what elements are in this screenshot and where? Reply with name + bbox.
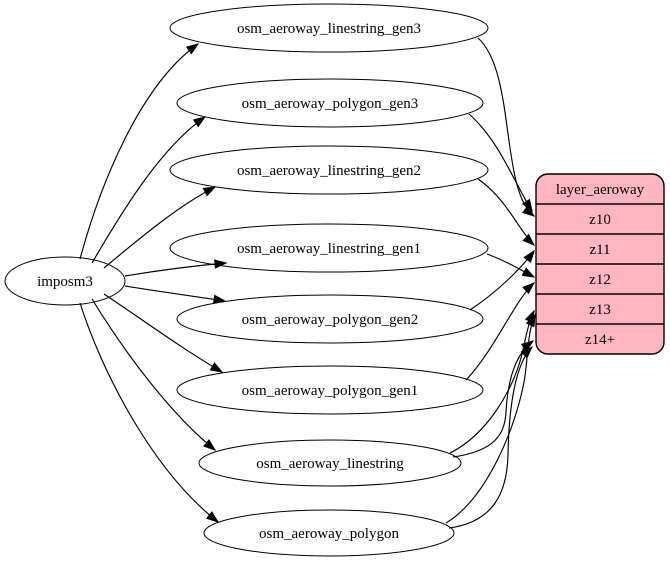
source-label: imposm3 xyxy=(37,274,93,290)
table-label: osm_aeroway_linestring xyxy=(256,456,404,472)
layer-row-label-z11: z11 xyxy=(589,242,610,258)
edge-osm_aeroway_linestring_gen3-to-z10 xyxy=(477,37,535,217)
edge-osm_aeroway_linestring-to-z14+ xyxy=(452,340,534,458)
arrowhead-icon xyxy=(203,439,217,451)
table-label: osm_aeroway_linestring_gen3 xyxy=(237,21,421,37)
arrowhead-icon xyxy=(522,282,536,295)
edge-osm_aeroway_polygon-to-z13 xyxy=(445,314,536,524)
edge-imposm3-to-osm_aeroway_polygon_gen3 xyxy=(91,116,206,264)
layer-row-label-z13: z13 xyxy=(589,302,611,318)
table-node-polygon-gen2: osm_aeroway_polygon_gen2 xyxy=(176,294,484,344)
table-ellipse xyxy=(169,223,489,273)
table-label: osm_aeroway_polygon_gen2 xyxy=(242,312,419,328)
edge-osm_aeroway_polygon_gen1-to-z12 xyxy=(465,282,535,381)
edge-imposm3-to-osm_aeroway_polygon_gen2 xyxy=(124,285,226,302)
arrowhead-icon xyxy=(202,186,217,197)
table-ellipse xyxy=(169,145,489,195)
table-node-linestring: osm_aeroway_linestring xyxy=(198,439,462,487)
table-ellipse xyxy=(203,509,455,557)
table-nodes: osm_aeroway_linestring_gen3 osm_aeroway_… xyxy=(169,3,489,557)
table-label: osm_aeroway_linestring_gen1 xyxy=(237,241,421,257)
arrowhead-icon xyxy=(212,294,227,304)
edge-imposm3-to-osm_aeroway_polygon xyxy=(79,302,219,523)
arrowhead-icon xyxy=(520,340,535,352)
arrowhead-icon xyxy=(214,259,228,269)
source-node-imposm3: imposm3 xyxy=(4,256,126,306)
arrowhead-icon xyxy=(185,43,200,55)
edge-imposm3-to-osm_aeroway_linestring_gen3 xyxy=(79,43,199,260)
source-ellipse xyxy=(4,256,126,306)
layer-title: layer_aeroway xyxy=(556,182,645,198)
arrowhead-icon xyxy=(521,267,536,278)
table-node-linestring-gen3: osm_aeroway_linestring_gen3 xyxy=(169,3,489,53)
edge-imposm3-to-osm_aeroway_polygon_gen1 xyxy=(103,293,223,373)
table-label: osm_aeroway_linestring_gen2 xyxy=(237,163,421,179)
arrowhead-icon xyxy=(209,362,224,373)
edge-imposm3-to-osm_aeroway_linestring_gen2 xyxy=(103,186,216,269)
arrowhead-icon xyxy=(520,345,534,359)
layer-row-label-z14plus: z14+ xyxy=(585,332,615,348)
arrowhead-icon xyxy=(522,205,536,217)
layer-record-node: layer_aeroway z10 z11 z12 z13 z14+ xyxy=(535,173,665,355)
arrowhead-icon xyxy=(522,233,536,246)
table-node-polygon: osm_aeroway_polygon xyxy=(203,509,455,557)
layer-row-label-z10: z10 xyxy=(589,212,611,228)
edge-osm_aeroway_polygon-to-z14+ xyxy=(448,346,533,529)
table-node-linestring-gen2: osm_aeroway_linestring_gen2 xyxy=(169,145,489,195)
arrowhead-icon xyxy=(525,313,536,328)
table-ellipse xyxy=(176,365,484,415)
edges-layer xyxy=(79,37,536,529)
arrowhead-icon xyxy=(192,116,207,128)
arrowhead-icon xyxy=(523,249,535,264)
arrowhead-icon xyxy=(521,198,533,213)
layer-row-label-z12: z12 xyxy=(589,272,611,288)
table-label: osm_aeroway_polygon xyxy=(259,526,399,542)
edge-imposm3-to-osm_aeroway_linestring_gen1 xyxy=(124,262,227,277)
table-ellipse xyxy=(176,78,484,128)
table-label: osm_aeroway_polygon_gen1 xyxy=(242,383,419,399)
table-node-polygon-gen1: osm_aeroway_polygon_gen1 xyxy=(176,365,484,415)
arrowhead-icon xyxy=(206,511,220,523)
table-node-linestring-gen1: osm_aeroway_linestring_gen1 xyxy=(169,223,489,273)
table-ellipse xyxy=(176,294,484,344)
table-node-polygon-gen3: osm_aeroway_polygon_gen3 xyxy=(176,78,484,128)
edge-osm_aeroway_linestring-to-z13 xyxy=(449,310,535,454)
table-ellipse xyxy=(169,3,489,53)
table-label: osm_aeroway_polygon_gen3 xyxy=(242,96,419,112)
edge-imposm3-to-osm_aeroway_linestring xyxy=(91,298,216,451)
table-ellipse xyxy=(198,439,462,487)
